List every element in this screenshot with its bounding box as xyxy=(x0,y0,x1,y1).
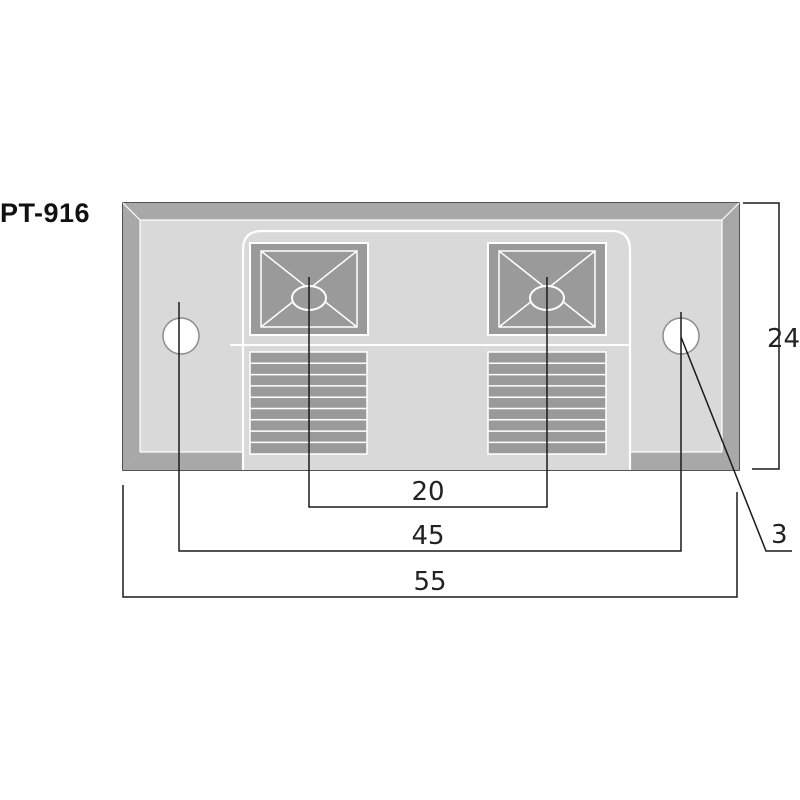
dim-line-55 xyxy=(122,485,738,598)
dim-label-45: 45 xyxy=(411,521,444,551)
dim-label-55: 55 xyxy=(413,567,446,597)
dim-label-3: 3 xyxy=(771,520,788,550)
bevel-bottom-right xyxy=(618,452,739,470)
dim-line-24 xyxy=(743,202,780,470)
bevel-top xyxy=(123,203,739,220)
mounting-hole-left xyxy=(162,317,200,355)
plate xyxy=(122,202,740,471)
dim-line-3 xyxy=(680,336,792,552)
model-label: PT-916 xyxy=(0,198,91,228)
bevel-left xyxy=(123,203,140,470)
dim-line-20 xyxy=(308,277,548,508)
dim-label-24: 24 xyxy=(767,324,800,354)
dim-label-20: 20 xyxy=(411,477,444,507)
dimension-lines xyxy=(122,202,792,598)
dim-line-45 xyxy=(178,302,682,552)
bevel-right xyxy=(722,203,739,470)
bevel-bottom-left xyxy=(123,452,243,470)
